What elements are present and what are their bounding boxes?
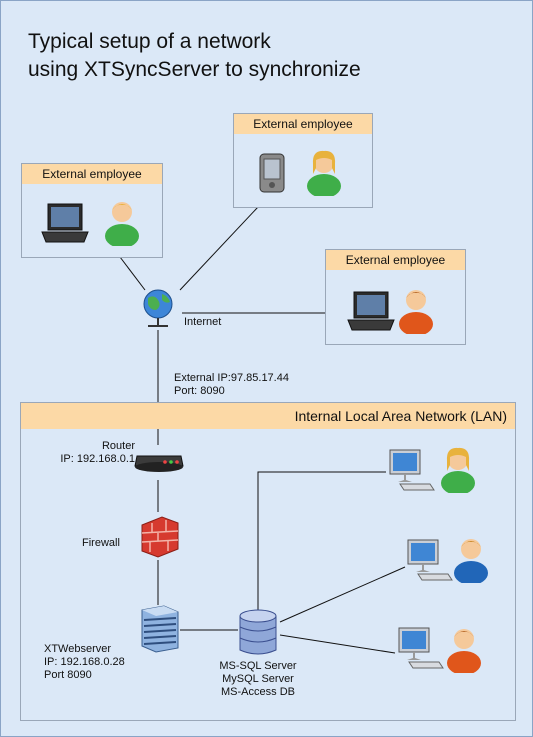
internet-label: Internet: [184, 316, 222, 328]
firewall-icon: [141, 516, 179, 558]
line-db-pc2: [279, 566, 406, 623]
webserver-line-2: IP: 192.168.0.28: [44, 656, 125, 668]
external-employee-box-3: External employee: [325, 249, 466, 345]
firewall-label: Firewall: [82, 537, 120, 549]
database-line-2: MySQL Server: [222, 673, 294, 685]
box-header: External employee: [326, 250, 465, 270]
blue-user-icon: [454, 539, 488, 583]
router-line-2: IP: 192.168.0.1: [60, 453, 135, 465]
external-ip-line-2: Port: 8090: [174, 385, 225, 397]
database-line-3: MS-Access DB: [221, 686, 295, 698]
router-label: Router IP: 192.168.0.1: [30, 440, 135, 466]
workstation-icon: [389, 449, 435, 491]
laptop-icon: [41, 203, 89, 243]
line-db-pc1: [257, 471, 386, 612]
line-employee1-internet: [119, 256, 146, 291]
diagram-title: Typical setup of a network using XTSyncS…: [28, 28, 361, 84]
orange-user-icon: [447, 629, 481, 673]
line-employee2-internet: [179, 206, 259, 291]
green-user-icon: [307, 150, 341, 196]
lan-title: Internal Local Area Network (LAN): [21, 403, 515, 429]
router-icon: [134, 455, 184, 472]
router-line-1: Router: [101, 440, 135, 452]
workstation-icon: [398, 627, 444, 669]
internet-globe-icon: [143, 289, 173, 327]
line-db-pc3: [279, 634, 396, 654]
database-label: MS-SQL Server MySQL Server MS-Access DB: [198, 660, 318, 699]
external-employee-box-2: External employee: [233, 113, 373, 208]
title-line-1: Typical setup of a network: [28, 30, 271, 53]
lan-area: Internal Local Area Network (LAN): [20, 402, 516, 721]
webserver-line-1: XTWebserver: [44, 643, 112, 655]
title-line-2: using XTSyncServer to synchronize: [28, 58, 361, 81]
webserver-icon: [141, 605, 179, 653]
external-ip-line-1: External IP:97.85.17.44: [174, 372, 289, 384]
database-icon: [239, 609, 277, 655]
box-header: External employee: [22, 164, 162, 184]
webserver-line-3: Port 8090: [44, 669, 92, 681]
green-user-icon: [105, 202, 139, 246]
webserver-label: XTWebserver IP: 192.168.0.28 Port 8090: [44, 643, 125, 682]
external-employee-box-1: External employee: [21, 163, 163, 258]
database-line-1: MS-SQL Server: [219, 660, 297, 672]
box-header: External employee: [234, 114, 372, 134]
orange-user-icon: [399, 290, 433, 334]
pda-icon: [259, 153, 285, 193]
workstation-icon: [407, 539, 453, 581]
external-ip-label: External IP:97.85.17.44 Port: 8090: [174, 372, 289, 398]
green-user-icon: [441, 447, 475, 493]
laptop-icon: [347, 291, 395, 331]
